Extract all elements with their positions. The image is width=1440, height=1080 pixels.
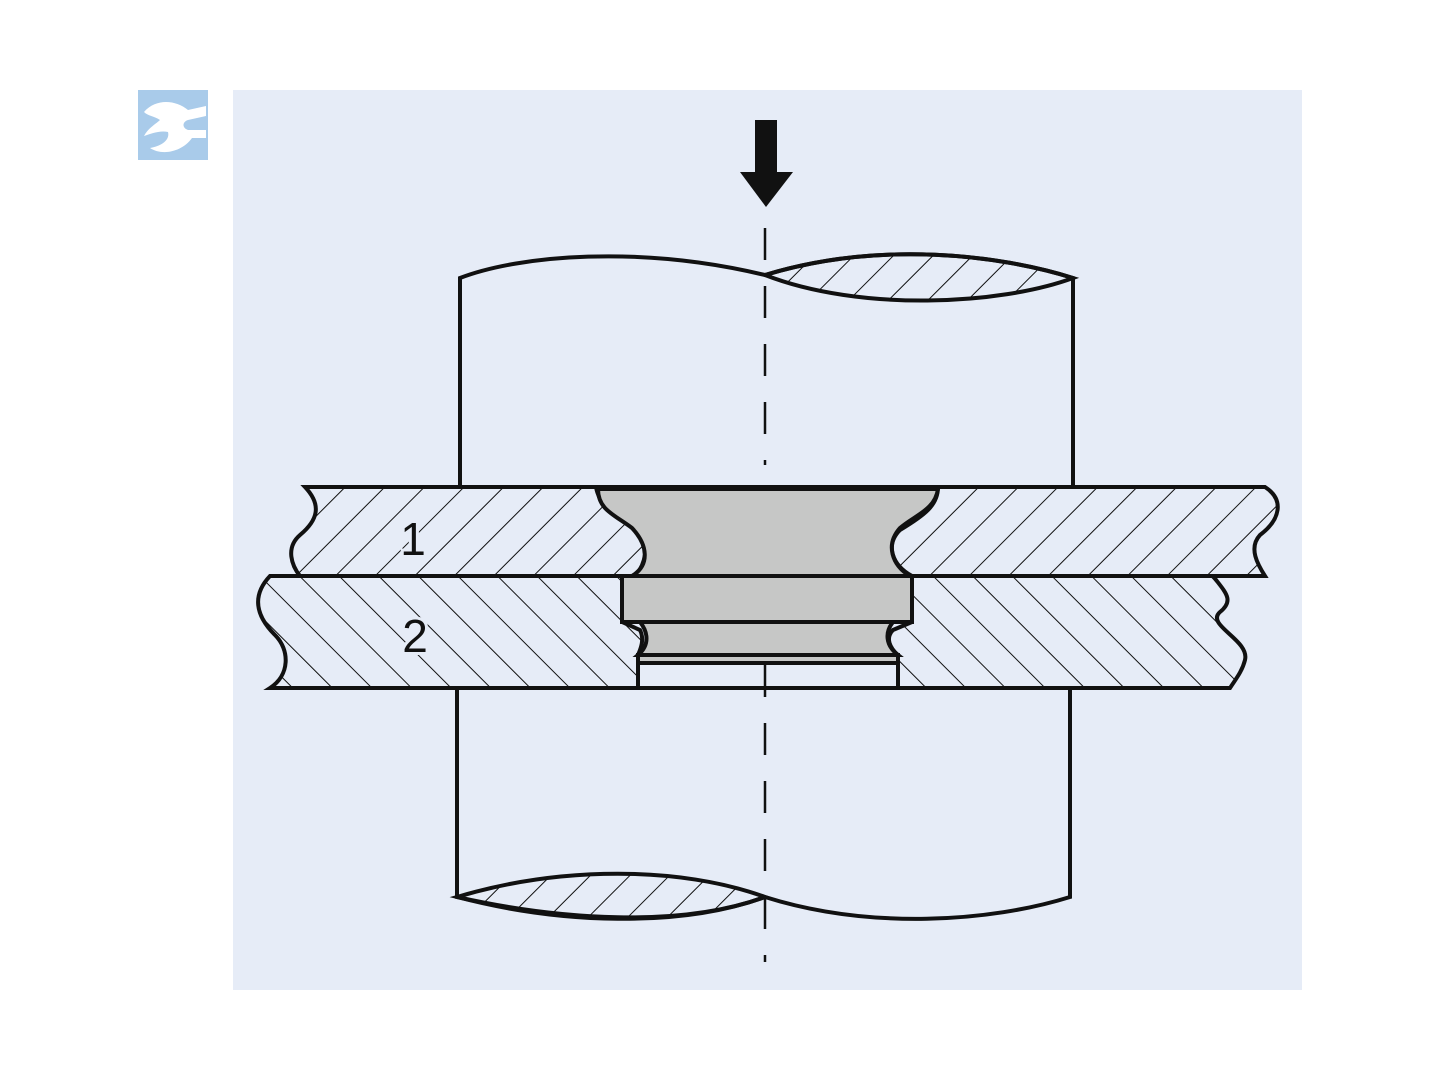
upper-punch bbox=[458, 252, 1080, 487]
force-arrow-icon bbox=[740, 120, 793, 207]
part-label-1: 1 bbox=[400, 513, 426, 565]
bore-opening bbox=[636, 661, 900, 690]
part-label-2: 2 bbox=[402, 610, 428, 662]
lower-punch bbox=[449, 688, 1072, 921]
press-fit-insert bbox=[595, 487, 941, 665]
wrench-logo-icon bbox=[138, 90, 208, 160]
press-fit-diagram: 1 2 bbox=[233, 90, 1302, 990]
